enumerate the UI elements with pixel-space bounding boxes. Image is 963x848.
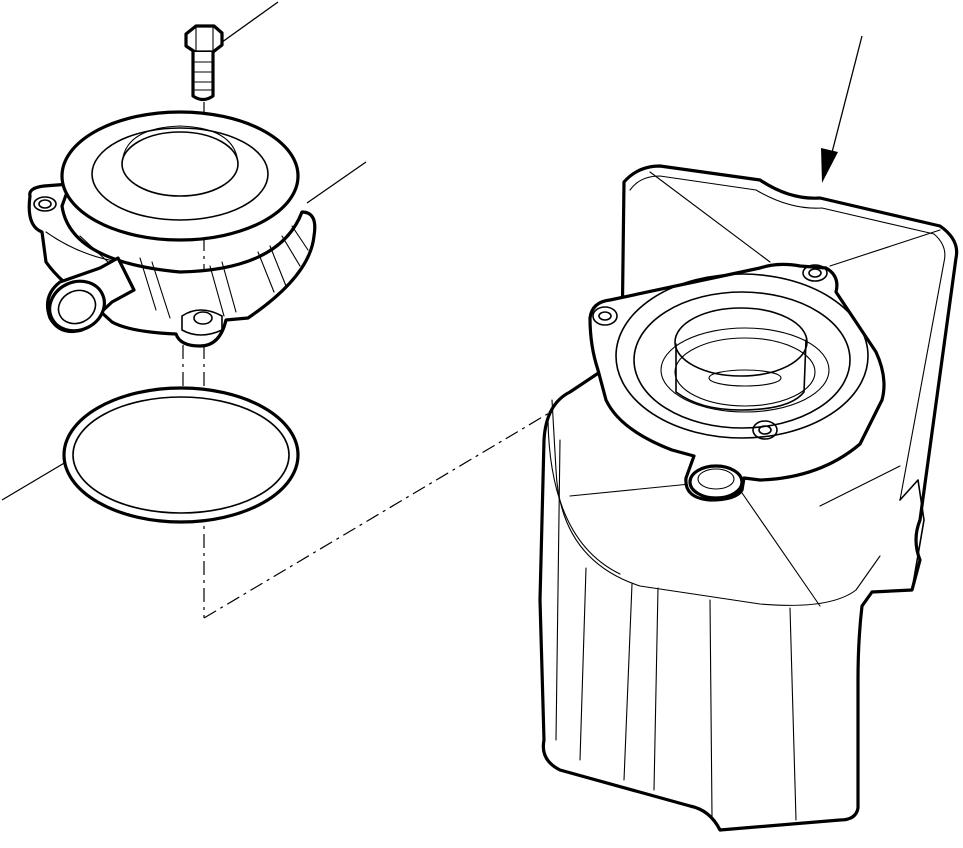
leader-cover [306,161,367,204]
leader-o-ring [1,461,67,501]
breather-cover-icon [27,110,317,348]
hex-bolt-icon [184,24,224,102]
o-ring-icon [62,386,300,524]
housing-icon [538,164,959,832]
leader-lines [1,1,367,501]
leader-bolt [217,1,279,46]
callout-arrow-icon [821,35,863,183]
